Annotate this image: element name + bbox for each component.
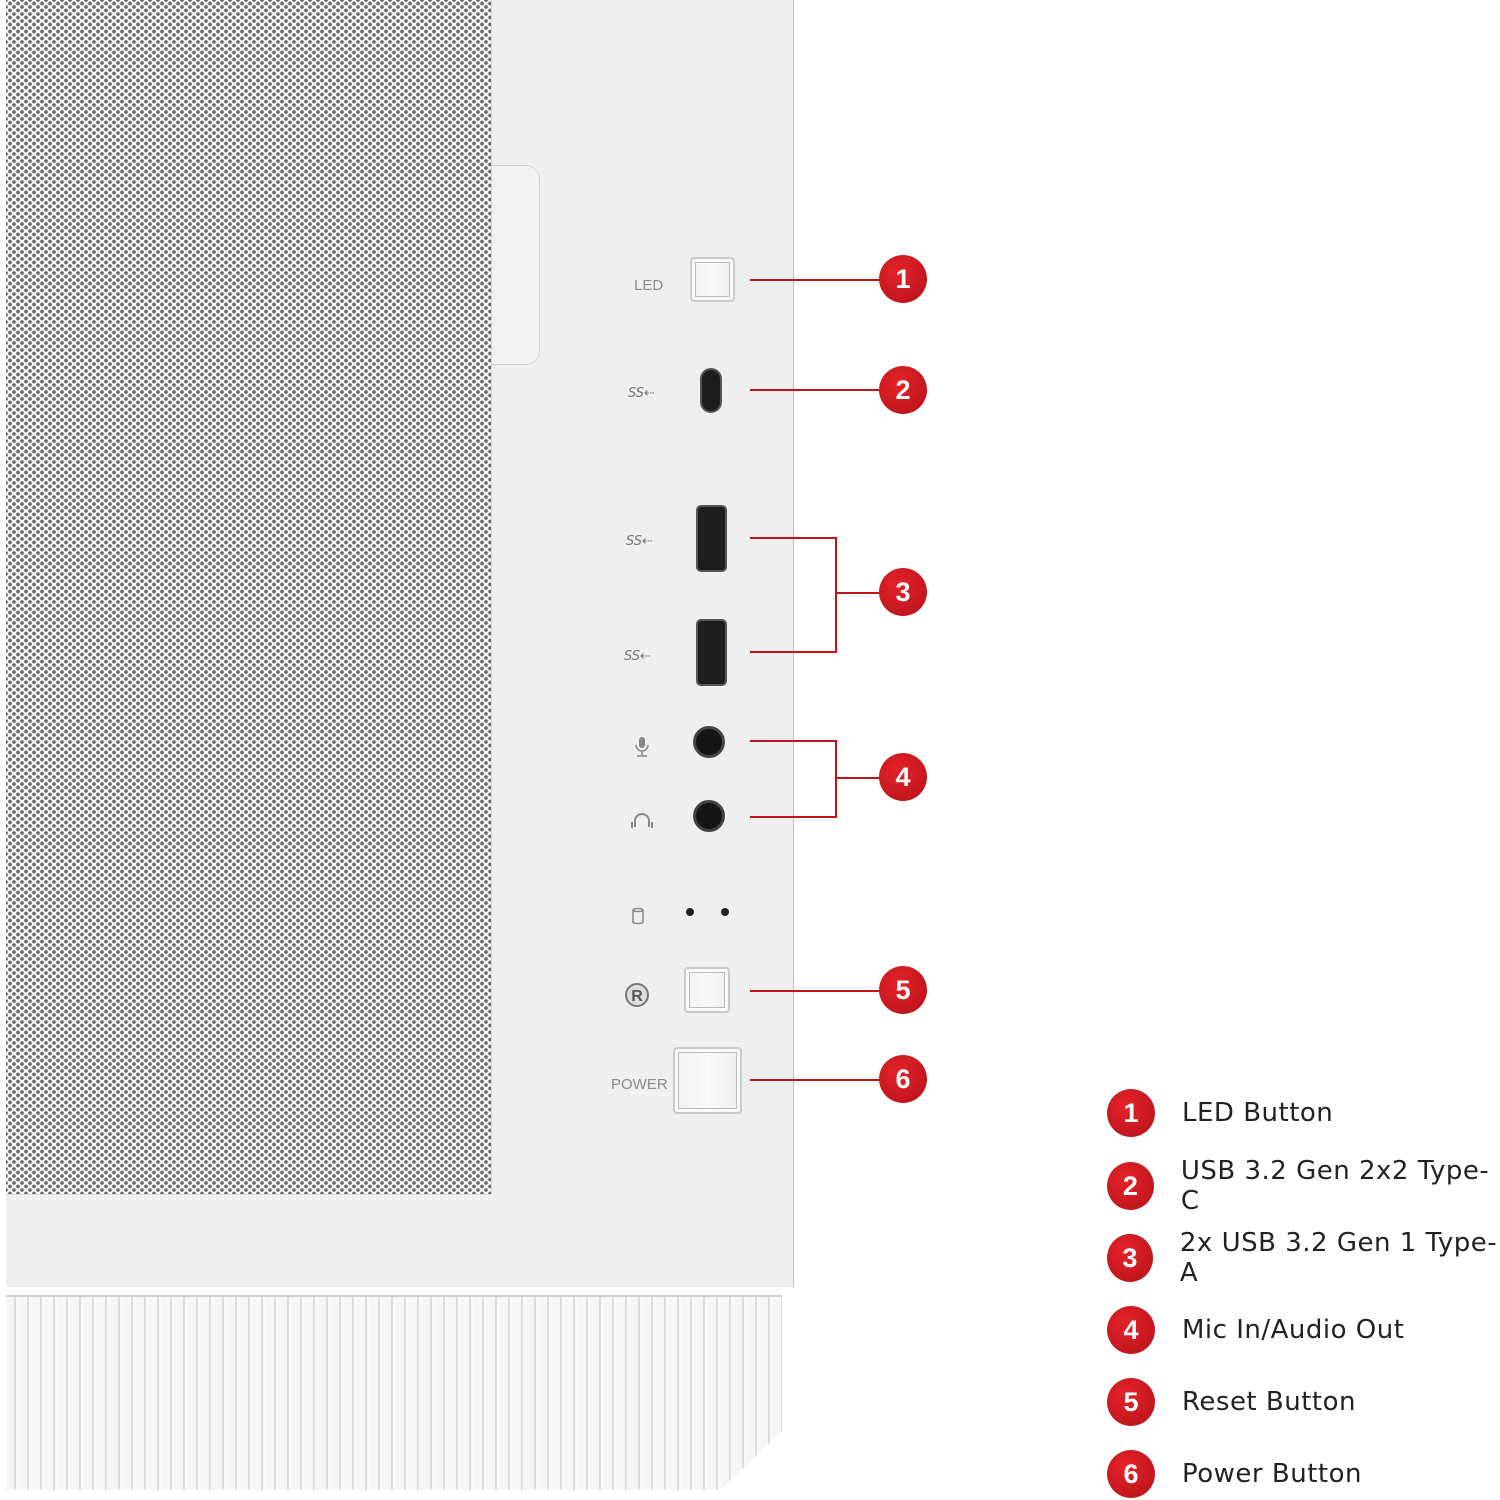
- headphone-icon: [630, 811, 654, 833]
- audio-out-jack[interactable]: [693, 800, 725, 832]
- callout-badge-4: 4: [879, 753, 927, 801]
- callout-line-4: [835, 777, 880, 779]
- legend-label: USB 3.2 Gen 2x2 Type-C: [1180, 1156, 1490, 1216]
- callout-bracket-3: [835, 537, 837, 653]
- microphone-icon: [633, 736, 651, 762]
- reset-button[interactable]: [684, 967, 730, 1013]
- legend-label: LED Button: [1182, 1098, 1334, 1128]
- callout-badge-3: 3: [879, 568, 927, 616]
- callout-line-3a: [750, 537, 837, 539]
- callout-line-4a: [750, 740, 837, 742]
- power-button[interactable]: [673, 1047, 742, 1114]
- mic-in-jack[interactable]: [693, 726, 725, 758]
- legend-badge: 6: [1107, 1450, 1155, 1498]
- callout-line-4b: [750, 816, 837, 818]
- legend-badge: 1: [1107, 1089, 1155, 1137]
- callout-line-1: [750, 279, 880, 281]
- callout-bracket-4: [835, 740, 837, 818]
- callout-badge-2: 2: [879, 366, 927, 414]
- legend-label: Reset Button: [1182, 1387, 1356, 1417]
- mesh-front: [6, 0, 492, 1195]
- legend-item: 6 Power Button: [1107, 1450, 1362, 1498]
- legend-badge: 4: [1107, 1306, 1155, 1354]
- callout-line-3b: [750, 651, 837, 653]
- hdd-led: [686, 908, 694, 916]
- usb-ss-icon: SS⇠: [626, 534, 653, 549]
- legend-item: 2 USB 3.2 Gen 2x2 Type-C: [1107, 1156, 1500, 1216]
- legend-badge: 2: [1107, 1162, 1154, 1210]
- usb-a-port-1[interactable]: [696, 505, 727, 572]
- legend-item: 4 Mic In/Audio Out: [1107, 1306, 1404, 1354]
- power-label: POWER: [611, 1076, 668, 1093]
- legend-item: 1 LED Button: [1107, 1089, 1333, 1137]
- led-button[interactable]: [690, 257, 735, 302]
- callout-badge-1: 1: [879, 255, 927, 303]
- usb-ss-icon: SS⇠: [628, 386, 655, 401]
- callout-line-5: [750, 990, 880, 992]
- legend-item: 5 Reset Button: [1107, 1378, 1356, 1426]
- panel-handle: [492, 165, 540, 365]
- legend-badge: 3: [1107, 1234, 1153, 1282]
- usb-a-port-2[interactable]: [696, 619, 727, 686]
- legend-badge: 5: [1107, 1378, 1155, 1426]
- legend-label: 2x USB 3.2 Gen 1 Type-A: [1179, 1228, 1498, 1288]
- led-label: LED: [634, 277, 664, 294]
- callout-line-2: [750, 389, 880, 391]
- hdd-icon: [631, 906, 645, 930]
- bottom-grille: [6, 1295, 782, 1490]
- power-led: [721, 908, 729, 916]
- callout-badge-6: 6: [879, 1055, 927, 1103]
- usb-ss-icon: SS⇠: [624, 649, 651, 664]
- callout-badge-5: 5: [879, 966, 927, 1014]
- legend-label: Mic In/Audio Out: [1182, 1315, 1405, 1345]
- legend-item: 3 2x USB 3.2 Gen 1 Type-A: [1107, 1228, 1500, 1288]
- reset-icon: R: [624, 982, 650, 1012]
- usb-c-port[interactable]: [700, 368, 722, 413]
- legend-label: Power Button: [1182, 1459, 1362, 1489]
- callout-line-3: [835, 592, 880, 594]
- svg-text:R: R: [631, 988, 643, 1005]
- callout-line-6: [750, 1079, 880, 1081]
